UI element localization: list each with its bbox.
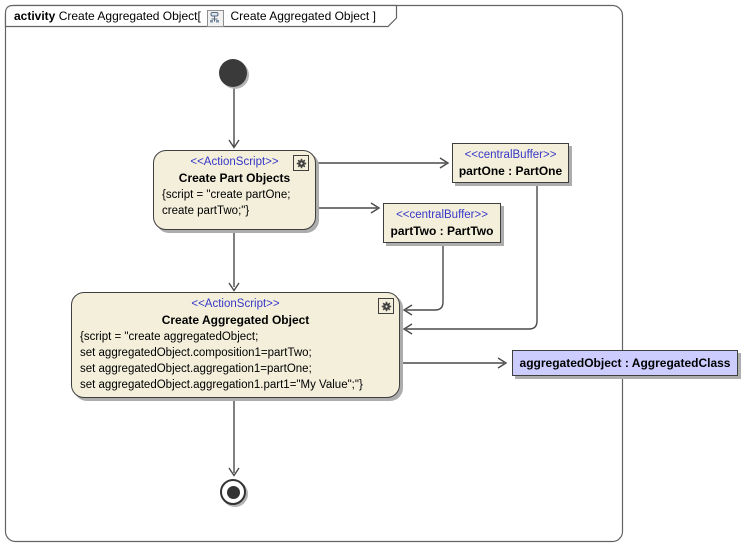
- arrowhead-icon: [402, 323, 413, 335]
- action-name: Create Part Objects: [178, 171, 291, 185]
- edge-partone-to-create-aggregated[interactable]: [402, 183, 538, 335]
- action-node-create-part-objects[interactable]: <<ActionScript>> Create Part Objects {sc…: [153, 150, 316, 230]
- arrowhead-icon: [439, 157, 450, 169]
- stereotype-label: <<centralBuffer>>: [396, 209, 488, 221]
- stereotype-label: <<centralBuffer>>: [464, 149, 557, 161]
- edge-parttwo-to-create-aggregated[interactable]: [402, 243, 444, 316]
- script-line: set aggregatedObject.composition1=partTw…: [80, 347, 312, 359]
- frame-activity-name: Create Aggregated Object: [58, 9, 198, 23]
- script-line: create partTwo;"}: [162, 205, 250, 217]
- frame-open-bracket: [: [197, 9, 201, 23]
- edge-create-aggregated-to-final[interactable]: [228, 399, 240, 477]
- stereotype-label: <<ActionScript>>: [190, 156, 279, 168]
- central-buffer-partone[interactable]: <<centralBuffer>> partOne : PartOne: [452, 143, 569, 183]
- activity-final-node[interactable]: [220, 479, 246, 505]
- diagram-frame: [4, 4, 624, 543]
- script-line: {script = "create aggregatedObject;: [80, 331, 259, 343]
- arrowhead-icon: [228, 139, 240, 149]
- arrowhead-icon: [228, 467, 240, 477]
- central-buffer-parttwo[interactable]: <<centralBuffer>> partTwo : PartTwo: [383, 203, 501, 243]
- action-gear-icon[interactable]: [378, 298, 394, 314]
- script-line: {script = "create partOne;: [162, 189, 291, 201]
- edge-initial-to-create-parts[interactable]: [228, 87, 240, 149]
- frame-kind-label: activity: [14, 9, 56, 23]
- buffer-name: partOne : PartOne: [458, 164, 563, 178]
- frame-title: activity Create Aggregated Object[ Creat…: [14, 9, 376, 27]
- edge-create-aggregated-to-object[interactable]: [400, 357, 508, 369]
- frame-diagram-ref: Create Aggregated Object: [230, 9, 370, 23]
- arrowhead-icon: [370, 202, 381, 214]
- object-node-aggregated-object[interactable]: aggregatedObject : AggregatedClass: [512, 350, 738, 376]
- script-line: set aggregatedObject.aggregation1.part1=…: [80, 379, 363, 391]
- arrowhead-icon: [228, 282, 240, 292]
- arrowhead-icon: [402, 304, 413, 316]
- initial-node[interactable]: [219, 59, 247, 87]
- object-name: aggregatedObject : AggregatedClass: [519, 356, 731, 370]
- arrowhead-icon: [497, 357, 508, 369]
- script-line: set aggregatedObject.aggregation1=partOn…: [80, 363, 312, 375]
- action-name: Create Aggregated Object: [161, 313, 310, 327]
- activity-diagram-icon: [207, 10, 225, 27]
- action-gear-icon[interactable]: [293, 155, 309, 171]
- stereotype-label: <<ActionScript>>: [191, 298, 280, 310]
- frame-name-tab: [4, 4, 398, 28]
- buffer-name: partTwo : PartTwo: [390, 224, 494, 238]
- edge-create-parts-to-partone[interactable]: [317, 157, 450, 169]
- edge-create-parts-to-create-aggregated[interactable]: [228, 230, 240, 292]
- final-node-dot: [226, 485, 240, 499]
- edge-create-parts-to-parttwo[interactable]: [317, 202, 381, 214]
- frame-close-bracket: ]: [372, 9, 376, 23]
- action-node-create-aggregated-object[interactable]: <<ActionScript>> Create Aggregated Objec…: [71, 292, 400, 398]
